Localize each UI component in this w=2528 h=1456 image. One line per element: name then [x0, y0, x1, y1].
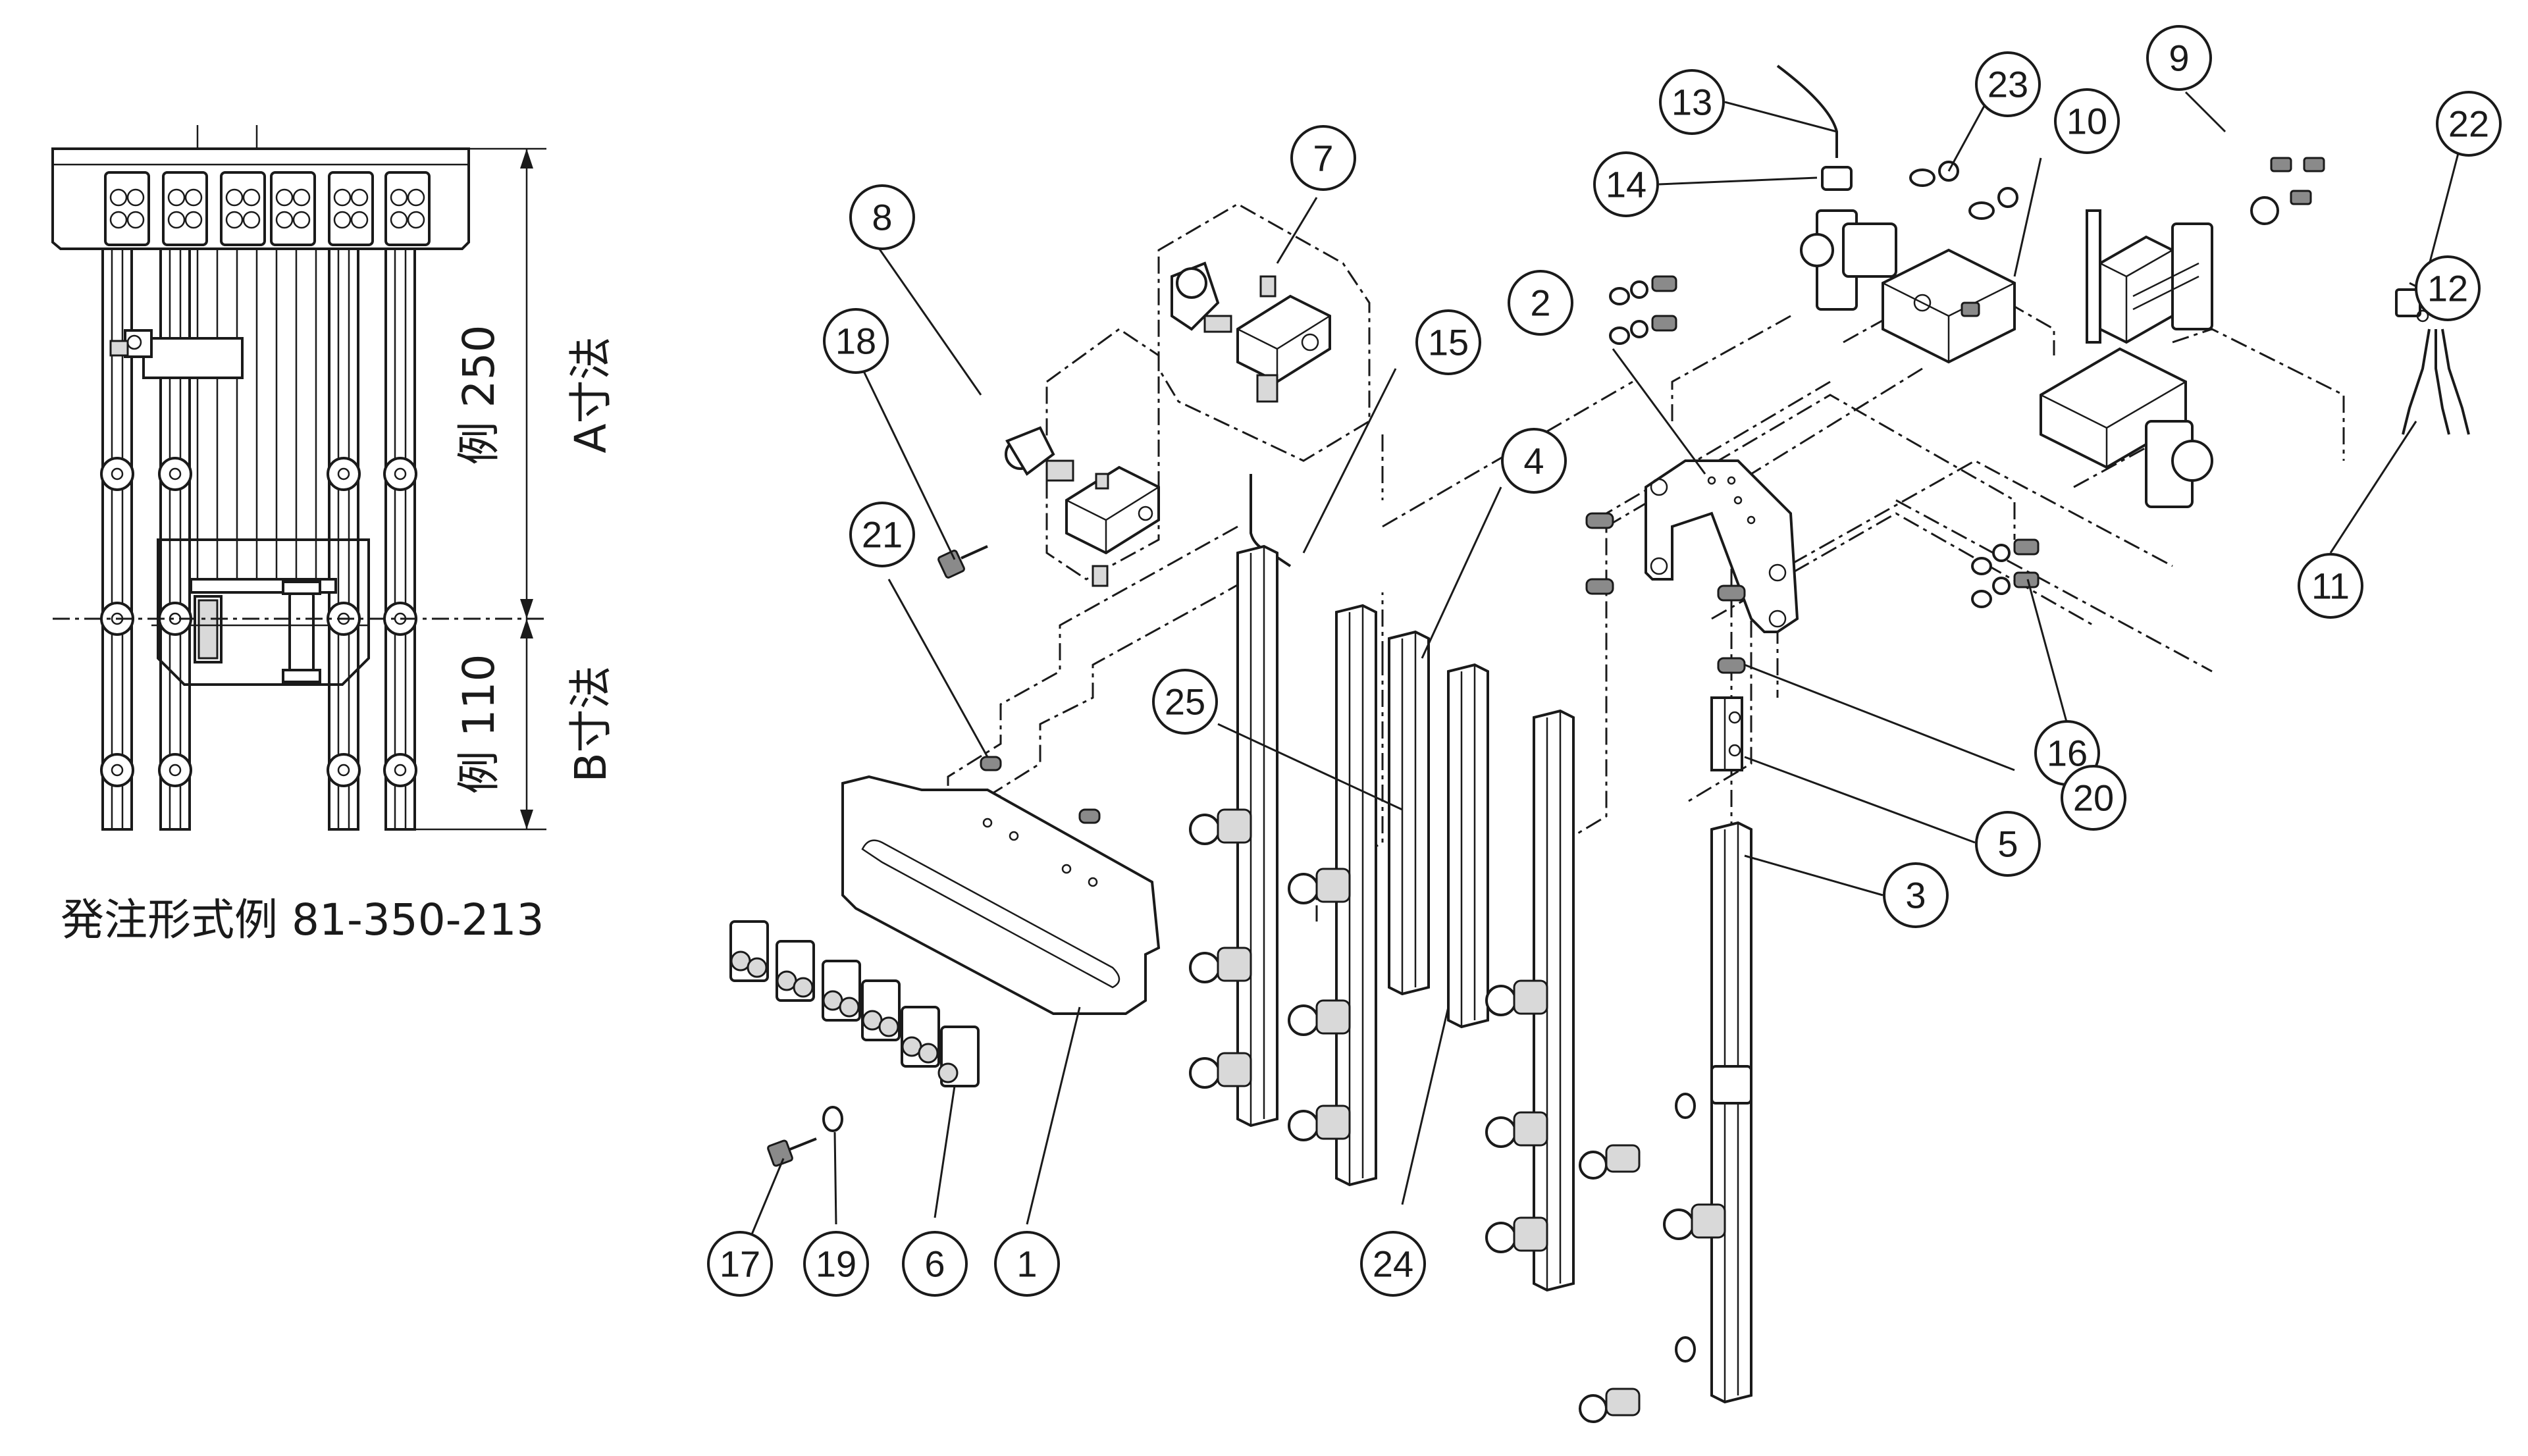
- svg-text:25: 25: [1165, 681, 1205, 723]
- svg-text:22: 22: [2448, 103, 2489, 145]
- svg-text:10: 10: [2067, 101, 2107, 142]
- screw-20a: [1585, 512, 1614, 529]
- balloon-25: 25: [1152, 669, 1218, 735]
- cylinder-group-10: [1800, 209, 2016, 364]
- dim-a-name: A寸法: [566, 336, 616, 453]
- valve-group-boxes: [1045, 203, 1371, 581]
- screw-20b: [1585, 578, 1614, 595]
- balloon-13: 13: [1659, 69, 1725, 135]
- balloon-10: 10: [2054, 88, 2120, 154]
- balloon-15: 15: [1415, 309, 1481, 375]
- svg-text:19: 19: [816, 1243, 856, 1285]
- balloon-21: 21: [849, 502, 915, 567]
- balloon-5: 5: [1975, 811, 2041, 877]
- svg-text:7: 7: [1313, 138, 1333, 179]
- slide-group-9: [2040, 157, 2325, 469]
- balloon-12: 12: [2415, 255, 2481, 321]
- bracket-plate-2: [1645, 459, 1799, 633]
- lower-cylinder: [2073, 420, 2213, 508]
- bolts-left-of-2: [1609, 275, 1677, 345]
- svg-text:9: 9: [2169, 38, 2189, 79]
- svg-text:18: 18: [835, 321, 876, 362]
- balloon-18: 18: [823, 308, 889, 374]
- center-bracket: [151, 538, 370, 686]
- bolts-16: [1971, 538, 2040, 608]
- svg-text:8: 8: [872, 197, 892, 238]
- balloon-17: 17: [707, 1231, 773, 1297]
- part-balloons: 1 2 3 4 5 6 7 8 9 10 11 12 13 14 15 16 1…: [707, 25, 2502, 1297]
- svg-text:11: 11: [2311, 565, 2350, 607]
- svg-text:23: 23: [1988, 64, 2028, 105]
- balloon-2: 2: [1508, 270, 1573, 336]
- svg-text:24: 24: [1373, 1243, 1413, 1285]
- svg-text:13: 13: [1672, 82, 1712, 123]
- svg-text:4: 4: [1523, 440, 1544, 482]
- balloon-11: 11: [2298, 553, 2363, 619]
- balloon-3: 3: [1883, 862, 1949, 928]
- top-bar-clamps: [104, 171, 431, 246]
- valve-block-7: [1171, 261, 1331, 403]
- screw-20c: [1717, 585, 1746, 602]
- balloon-4: 4: [1501, 428, 1567, 494]
- svg-text:2: 2: [1530, 282, 1550, 324]
- rail-rollers-exploded: [1189, 808, 1752, 1423]
- balloon-14: 14: [1593, 151, 1659, 217]
- dim-b-value: 例 110: [454, 654, 504, 794]
- svg-text:14: 14: [1606, 164, 1646, 205]
- dimension-lines: [415, 147, 546, 831]
- balloon-24: 24: [1360, 1231, 1426, 1297]
- leaders: [749, 91, 2463, 1238]
- bolt-18: [937, 545, 988, 579]
- svg-text:16: 16: [2047, 733, 2088, 774]
- clamp-blocks-6: [729, 920, 980, 1087]
- balloon-20: 20: [2061, 765, 2126, 831]
- balloon-6: 6: [902, 1231, 968, 1297]
- svg-text:15: 15: [1428, 322, 1469, 363]
- balloon-23: 23: [1975, 51, 2041, 117]
- side-cylinder: [109, 329, 244, 379]
- front-plate-1: [841, 775, 1161, 1015]
- screw-21b: [1078, 808, 1101, 824]
- balloon-7: 7: [1290, 125, 1356, 191]
- svg-text:3: 3: [1905, 875, 1926, 916]
- balloon-9: 9: [2146, 25, 2212, 91]
- bolt-17: [767, 1137, 817, 1167]
- exploded-view: [729, 65, 2470, 1423]
- svg-text:6: 6: [924, 1243, 945, 1285]
- svg-text:5: 5: [1997, 823, 2018, 865]
- svg-text:12: 12: [2427, 268, 2468, 309]
- switch-12: [2395, 288, 2470, 435]
- order-format-caption: 発注形式例 81-350-213: [61, 895, 544, 945]
- fitting-14: [1821, 166, 1853, 191]
- tube-13: [1776, 65, 1838, 158]
- balloon-19: 19: [803, 1231, 869, 1297]
- svg-text:1: 1: [1016, 1243, 1037, 1285]
- block-5: [1710, 696, 1743, 771]
- screw-20d: [1717, 657, 1746, 674]
- svg-text:20: 20: [2073, 777, 2114, 819]
- front-view: 例 250 A寸法 例 110 B寸法 発注形式例 81-350-213: [51, 125, 616, 945]
- screw-21a: [980, 756, 1002, 771]
- balloon-22: 22: [2436, 91, 2502, 157]
- dim-a-value: 例 250: [454, 325, 504, 465]
- svg-text:21: 21: [862, 514, 903, 556]
- dim-b-name: B寸法: [566, 665, 616, 782]
- nuts-23: [1909, 161, 2018, 220]
- balloon-1: 1: [994, 1231, 1060, 1297]
- valve-block-8: [1005, 426, 1160, 587]
- washer-19: [822, 1106, 843, 1132]
- balloon-8: 8: [849, 184, 915, 250]
- rail-posts: [1236, 544, 1752, 1404]
- svg-text:17: 17: [720, 1243, 760, 1285]
